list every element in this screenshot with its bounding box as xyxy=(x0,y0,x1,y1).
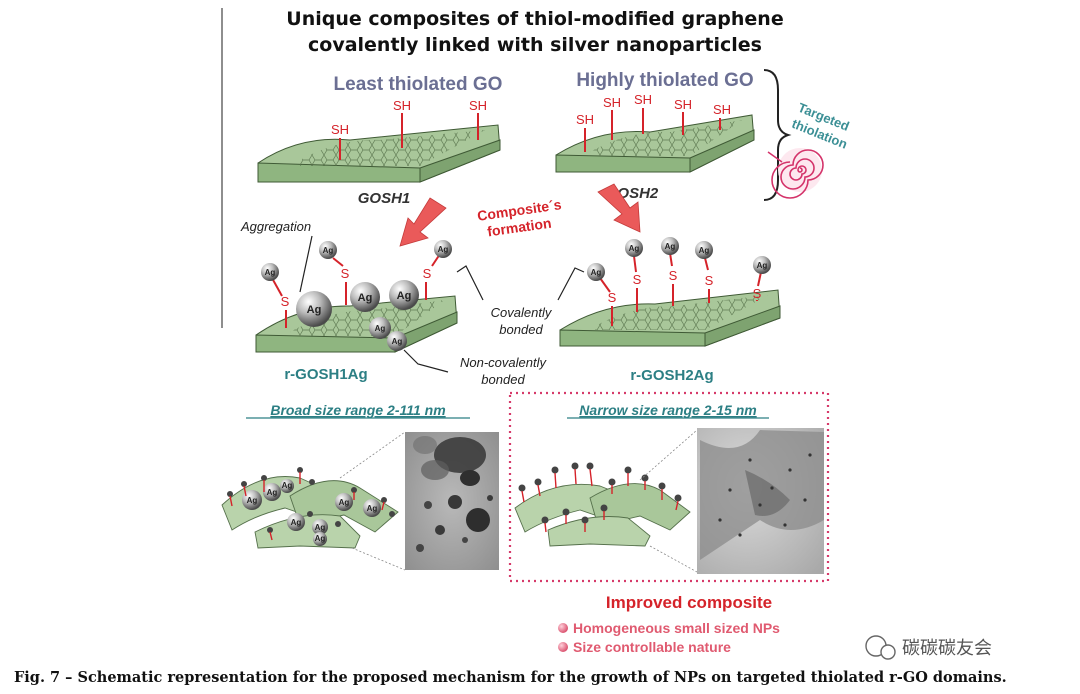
svg-text:Ag: Ag xyxy=(367,504,378,513)
svg-text:Ag: Ag xyxy=(339,498,350,507)
formation-arrow-right xyxy=(597,183,641,233)
spiral-target-icon xyxy=(767,148,824,199)
gosh2-sheet xyxy=(555,114,755,173)
svg-text:Ag: Ag xyxy=(375,324,386,333)
rgosh1ag-particles: S Ag S Ag S Ag Ag Ag Ag Ag Ag xyxy=(261,240,452,351)
svg-text:Ag: Ag xyxy=(591,268,602,277)
svg-text:SH: SH xyxy=(576,112,594,127)
improved-bullet-2: Size controllable nature xyxy=(573,639,731,655)
rgosh2ag-particles: S Ag S Ag S Ag S Ag S Ag xyxy=(587,237,771,326)
right-heading: Highly thiolated GO xyxy=(576,70,753,91)
right-stack-illustration xyxy=(514,462,691,547)
svg-text:Ag: Ag xyxy=(358,292,373,304)
svg-text:Ag: Ag xyxy=(757,261,768,270)
svg-text:SH: SH xyxy=(634,92,652,107)
svg-text:Ag: Ag xyxy=(397,290,412,302)
svg-text:SH: SH xyxy=(713,102,731,117)
watermark-text: 碳碳碳友会 xyxy=(902,638,992,659)
improved-highlight-box xyxy=(508,391,830,583)
left-heading: Least thiolated GO xyxy=(334,74,503,95)
svg-text:S: S xyxy=(423,266,432,281)
aggregation-label: Aggregation xyxy=(240,219,311,234)
svg-text:Ag: Ag xyxy=(265,268,276,277)
svg-text:Ag: Ag xyxy=(699,246,710,255)
bullet-icon xyxy=(558,642,568,652)
svg-text:Ag: Ag xyxy=(392,337,403,346)
noncovalently-label-1: Non-covalently xyxy=(460,355,547,370)
figure-title-line-2: covalently linked with silver nanopartic… xyxy=(308,34,762,56)
svg-text:SH: SH xyxy=(393,98,411,113)
gosh1-thiols: SH SH SH xyxy=(331,98,487,160)
svg-text:S: S xyxy=(633,272,642,287)
left-stack-illustration: Ag Ag Ag Ag Ag Ag Ag Ag xyxy=(221,467,399,549)
gosh2-thiols: SH SH SH SH SH xyxy=(576,92,731,152)
svg-text:S: S xyxy=(608,290,617,305)
svg-text:Ag: Ag xyxy=(315,523,326,532)
svg-text:Ag: Ag xyxy=(282,481,293,490)
improved-bullet-1: Homogeneous small sized NPs xyxy=(573,620,780,636)
svg-text:SH: SH xyxy=(331,122,349,137)
gosh1-sheet xyxy=(257,124,501,183)
right-brace xyxy=(763,69,792,201)
figure-caption: Fig. 7 – Schematic representation for th… xyxy=(14,669,1007,686)
aggregation-pointer xyxy=(299,235,313,293)
tem-image-left xyxy=(405,432,499,570)
svg-text:S: S xyxy=(705,273,714,288)
covalent-pointer-left xyxy=(456,265,484,301)
svg-text:Ag: Ag xyxy=(291,518,302,527)
formation-arrow-left xyxy=(399,197,447,247)
svg-text:Ag: Ag xyxy=(307,304,322,316)
svg-text:S: S xyxy=(669,268,678,283)
svg-text:Ag: Ag xyxy=(267,488,278,497)
improved-heading: Improved composite xyxy=(606,593,772,612)
rgosh2ag-sheet xyxy=(559,289,781,347)
svg-text:Ag: Ag xyxy=(438,245,449,254)
svg-text:Ag: Ag xyxy=(247,496,258,505)
noncovalently-label-2: bonded xyxy=(481,372,525,387)
svg-text:SH: SH xyxy=(469,98,487,113)
wechat-watermark: 碳碳碳友会 xyxy=(865,635,992,660)
narrow-range-label: Narrow size range 2-15 nm xyxy=(579,402,756,418)
noncovalent-pointer xyxy=(403,349,449,373)
figure-title-line-1: Unique composites of thiol-modified grap… xyxy=(286,8,783,30)
svg-text:Ag: Ag xyxy=(629,244,640,253)
svg-text:S: S xyxy=(281,294,290,309)
bullet-icon xyxy=(558,623,568,633)
gosh1-label: GOSH1 xyxy=(358,190,411,207)
svg-text:S: S xyxy=(753,286,762,301)
svg-text:S: S xyxy=(341,266,350,281)
svg-text:Ag: Ag xyxy=(665,242,676,251)
tem-image-right xyxy=(697,428,824,574)
covalently-label-1: Covalently xyxy=(491,305,553,320)
covalent-pointer-right xyxy=(557,267,585,301)
svg-text:Ag: Ag xyxy=(323,246,334,255)
covalently-label-2: bonded xyxy=(499,322,543,337)
rgosh1ag-label: r-GOSH1Ag xyxy=(284,366,367,383)
svg-text:SH: SH xyxy=(603,95,621,110)
svg-text:SH: SH xyxy=(674,97,692,112)
broad-range-label: Broad size range 2-111 nm xyxy=(270,402,445,418)
svg-text:Ag: Ag xyxy=(315,534,326,543)
rgosh2ag-label: r-GOSH2Ag xyxy=(630,367,713,384)
